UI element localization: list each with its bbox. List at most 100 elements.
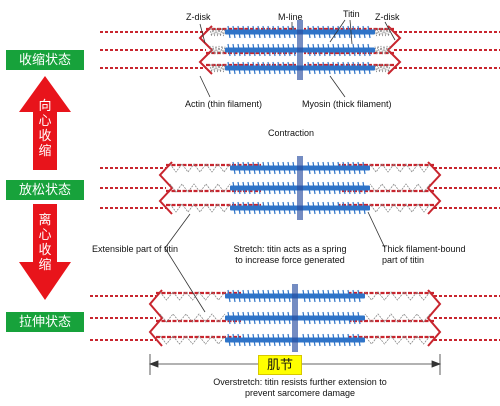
myosin-head: [322, 181, 326, 195]
myosin-head: [317, 311, 321, 325]
myosin-head: [247, 201, 251, 215]
myosin-head: [267, 161, 271, 175]
myosin-head: [347, 161, 351, 175]
myosin-head: [277, 25, 281, 39]
myosin-head: [347, 25, 351, 39]
myosin-head: [342, 43, 346, 57]
myosin-head: [312, 289, 316, 303]
myosin-head: [282, 61, 286, 75]
label-thick-bound-line1: Thick filament-bound: [382, 244, 466, 254]
myosin-head: [332, 61, 336, 75]
myosin-head: [272, 61, 276, 75]
myosin-head: [252, 181, 256, 195]
myosin-head: [252, 311, 256, 325]
myosin-head: [352, 201, 356, 215]
label-actin: Actin (thin filament): [185, 99, 263, 109]
myosin-head: [327, 311, 331, 325]
titin-spring: [369, 203, 431, 213]
myosin-head: [317, 25, 321, 39]
titin-spring: [364, 313, 431, 323]
z-disk-left: [148, 289, 164, 347]
myosin-head: [352, 289, 356, 303]
myosin-head: [357, 61, 361, 75]
myosin-head: [352, 25, 356, 39]
myosin-head: [287, 161, 291, 175]
myosin-head: [337, 201, 341, 215]
myosin-head: [332, 181, 336, 195]
label-z-disk-right: Z-disk: [375, 12, 400, 22]
myosin-head: [272, 161, 276, 175]
myosin-head: [272, 43, 276, 57]
myosin-head: [242, 201, 246, 215]
titin-spring: [209, 27, 226, 37]
myosin-head: [257, 43, 261, 57]
concentric-arrow-shape: [19, 76, 71, 170]
myosin-head: [277, 61, 281, 75]
myosin-head: [257, 333, 261, 347]
myosin-head: [232, 181, 236, 195]
concentric-arrow-label: 向心收缩: [38, 98, 52, 158]
myosin-head: [232, 61, 236, 75]
myosin-head: [232, 333, 236, 347]
myosin-head: [287, 289, 291, 303]
myosin-head: [282, 181, 286, 195]
titin-spring: [169, 183, 231, 193]
myosin-head: [327, 333, 331, 347]
myosin-head: [332, 311, 336, 325]
myosin-head: [247, 311, 251, 325]
titin-spring: [369, 183, 431, 193]
myosin-head: [322, 161, 326, 175]
myosin-head: [367, 61, 371, 75]
myosin-head: [267, 25, 271, 39]
myosin-head: [232, 311, 236, 325]
myosin-head: [237, 289, 241, 303]
myosin-head: [272, 311, 276, 325]
myosin-head: [282, 43, 286, 57]
myosin-head: [327, 25, 331, 39]
myosin-head: [227, 311, 231, 325]
myosin-head: [252, 161, 256, 175]
titin-spring: [364, 291, 431, 301]
myosin-head: [352, 181, 356, 195]
myosin-head: [357, 289, 361, 303]
myosin-head: [342, 201, 346, 215]
myosin-head: [292, 201, 296, 215]
myosin-head: [357, 43, 361, 57]
myosin-head: [327, 43, 331, 57]
myosin-head: [237, 311, 241, 325]
titin-spring: [209, 45, 226, 55]
myosin-head: [317, 161, 321, 175]
myosin-head: [227, 333, 231, 347]
myosin-head: [237, 61, 241, 75]
label-stretch-line1: Stretch: titin acts as a spring: [233, 244, 347, 254]
titin-spring: [169, 203, 231, 213]
myosin-head: [352, 43, 356, 57]
myosin-head: [312, 25, 316, 39]
myosin-head: [247, 25, 251, 39]
myosin-head: [287, 61, 291, 75]
myosin-head: [287, 311, 291, 325]
myosin-head: [252, 25, 256, 39]
myosin-head: [227, 289, 231, 303]
myosin-head: [242, 181, 246, 195]
titin-spring: [159, 291, 226, 301]
myosin-head: [317, 43, 321, 57]
myosin-head: [332, 333, 336, 347]
myosin-head: [257, 61, 261, 75]
myosin-head: [267, 181, 271, 195]
myosin-head: [277, 201, 281, 215]
myosin-head: [267, 43, 271, 57]
myosin-head: [347, 61, 351, 75]
eccentric-arrow-shape: [19, 204, 71, 300]
myosin-head: [282, 161, 286, 175]
myosin-head: [277, 181, 281, 195]
myosin-head: [317, 289, 321, 303]
myosin-head: [252, 333, 256, 347]
myosin-head: [272, 181, 276, 195]
myosin-head: [367, 43, 371, 57]
label-myosin: Myosin (thick filament): [302, 99, 392, 109]
myosin-head: [322, 25, 326, 39]
myosin-head: [342, 311, 346, 325]
myosin-head: [362, 43, 366, 57]
myosin-head: [307, 201, 311, 215]
